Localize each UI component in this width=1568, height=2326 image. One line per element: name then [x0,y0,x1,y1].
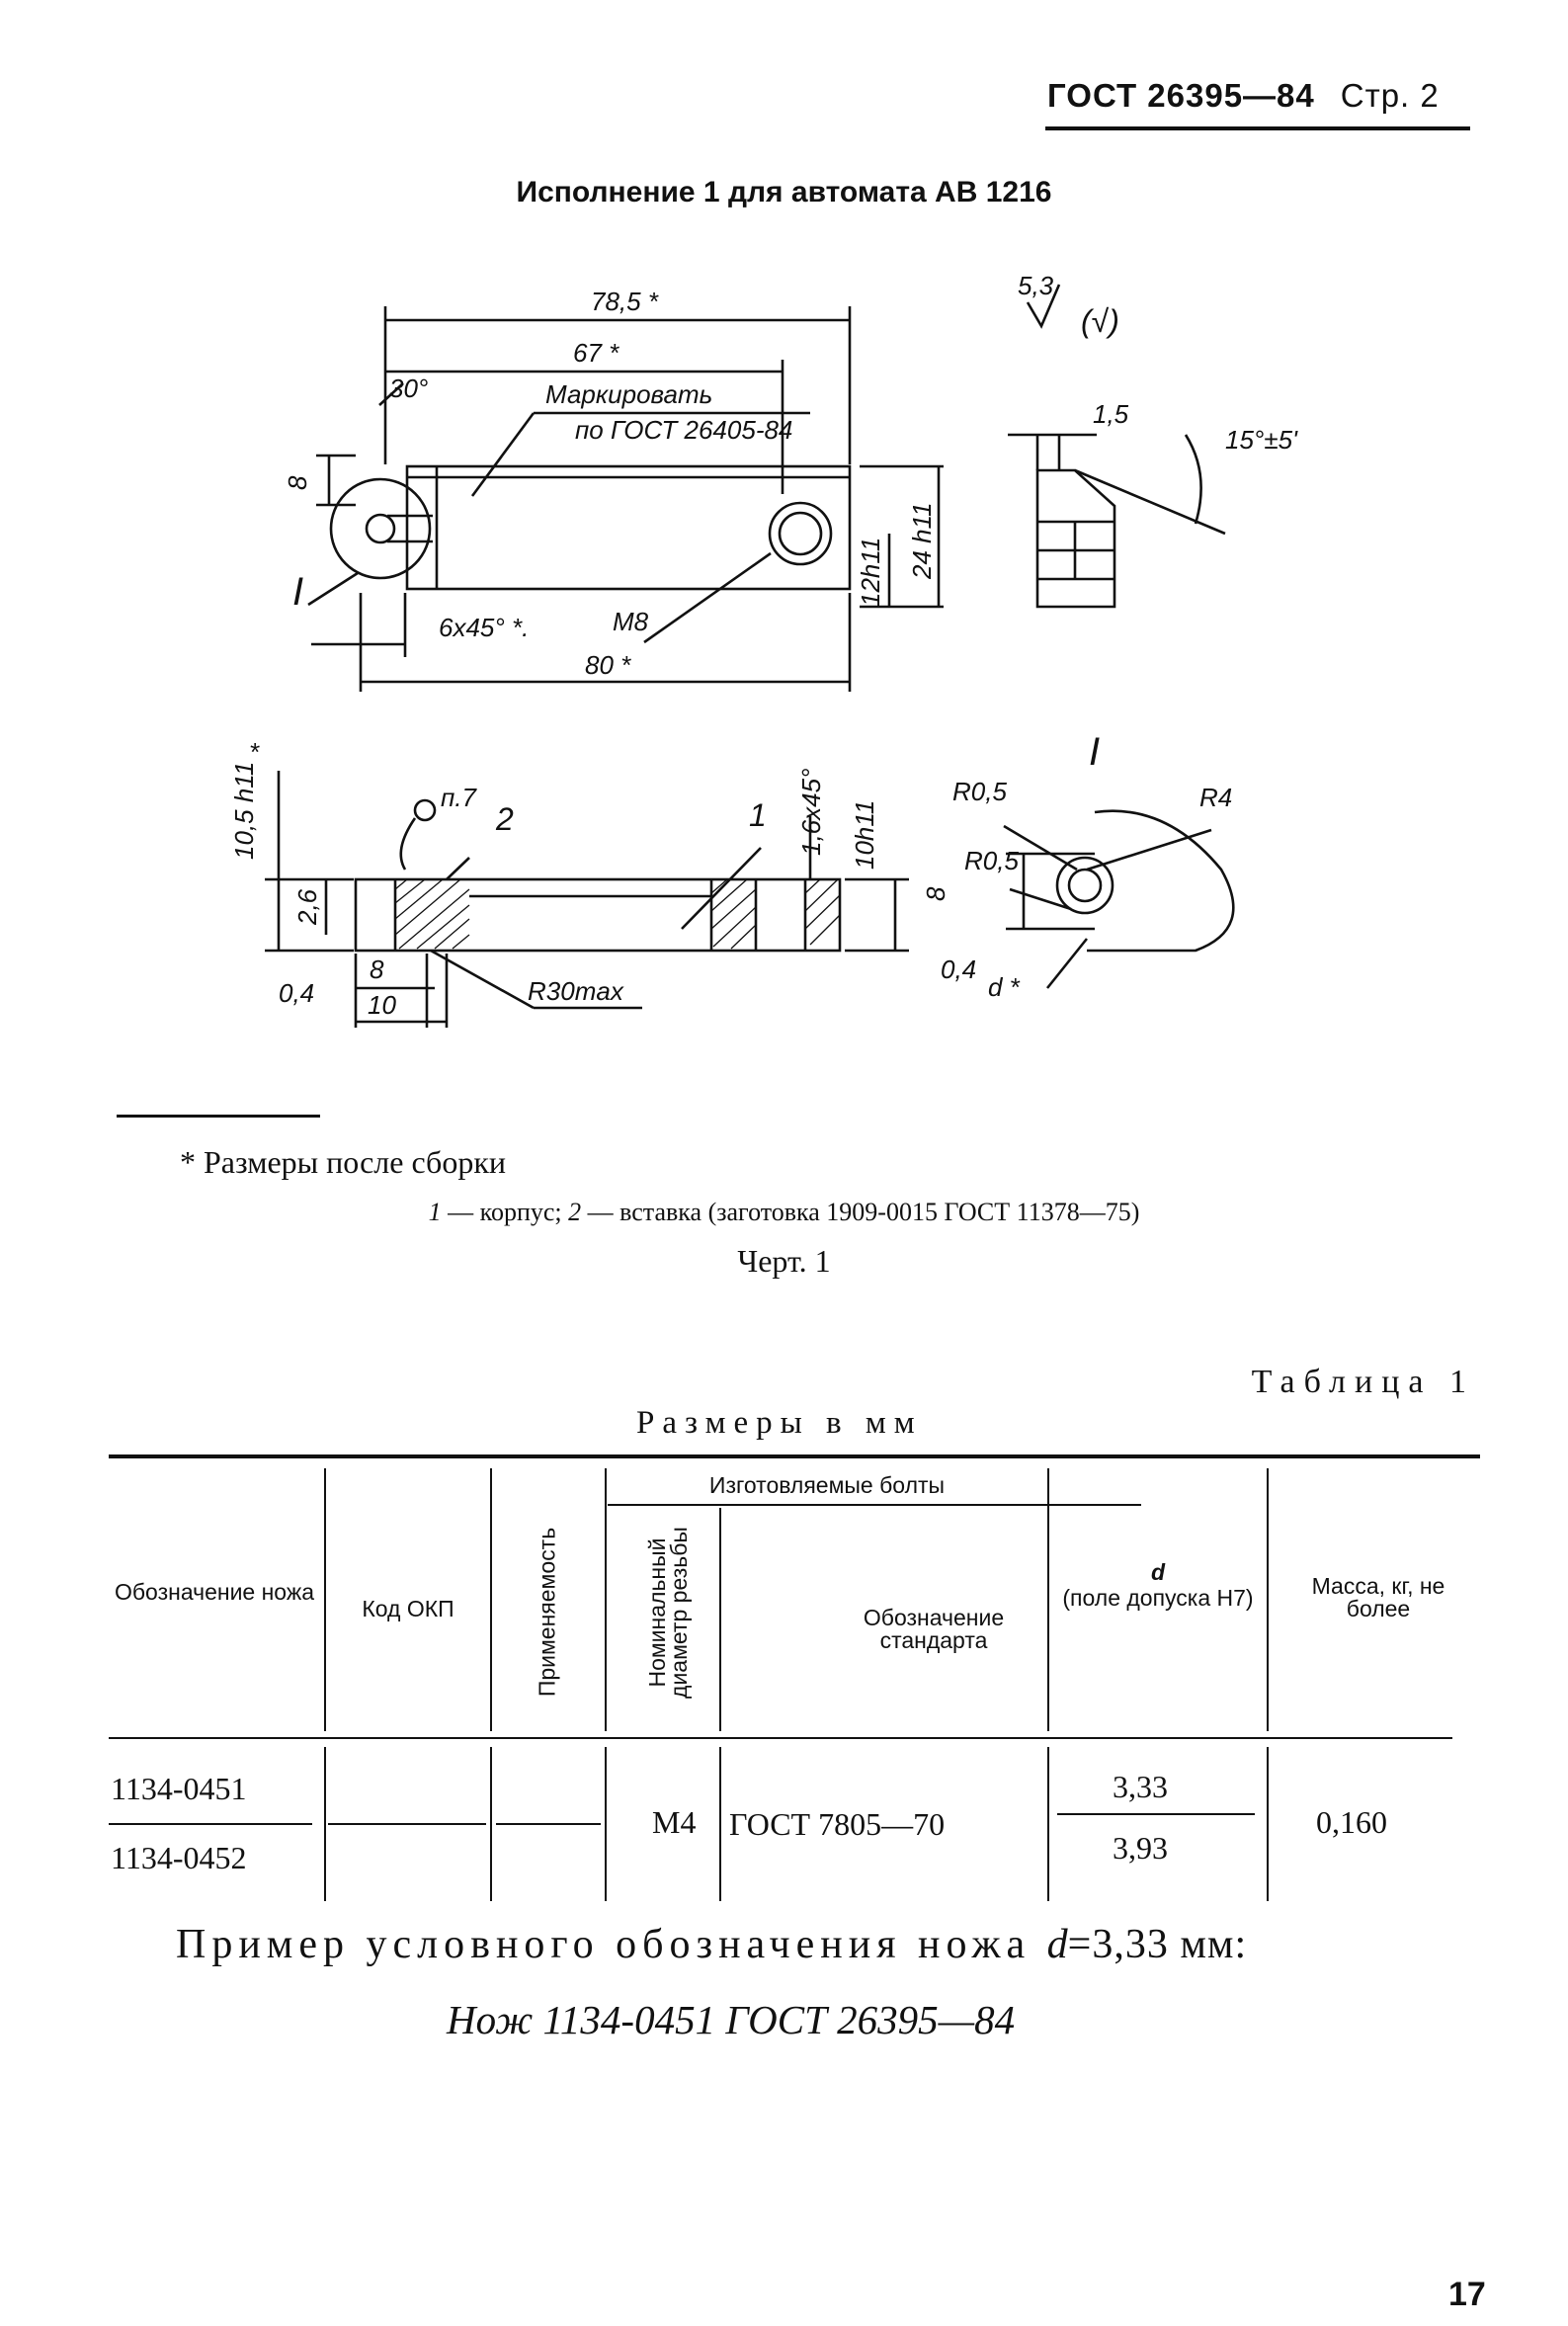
roughness-paren: (√) [1081,303,1119,339]
dim-r0-5-mid: R0,5 [964,846,1019,875]
m8-hole [768,501,833,566]
dim-2-6: 2,6 [292,888,322,926]
header-applicability: Применяемость [534,1527,560,1698]
dim-0-4: 0,4 [279,978,314,1008]
dim-10h11: 10h11 [850,800,879,870]
dim-1-6x45: 1,6x45° [796,769,826,856]
standard-number: ГОСТ 26395—84 [1047,77,1315,114]
dim-8-lower: 8 [370,955,384,984]
cell-designation-1: 1134-0451 [111,1771,247,1806]
marking-label-2: по ГОСТ 26405-84 [575,415,792,445]
parts-legend: 1 — корпус; 2 — вставка (заготовка 1909-… [0,1198,1568,1227]
note-p7: п.7 [441,783,478,812]
dimensions-table: Обозначение ножа Код ОКП Применяемость И… [109,1454,1480,1909]
cell-mass: 0,160 [1316,1804,1387,1840]
example-code: Нож 1134-0451 ГОСТ 26395—84 [447,1997,1016,2042]
example-d-var: d [1046,1922,1068,1967]
dim-d-star: d * [988,972,1021,1002]
footnote-rule [117,1115,320,1118]
table-number: Таблица 1 [1251,1364,1475,1400]
designation-example: Пример условного обозначения ножа d=3,33… [176,1921,1247,1968]
page-label: Стр. 2 [1340,77,1440,114]
table-units: Размеры в мм [636,1405,923,1441]
legend-num-2: 2 [568,1198,582,1226]
cell-designation-2: 1134-0452 [111,1840,247,1875]
item-1: 1 [749,797,767,833]
footnote-text: * Размеры после сборки [180,1144,506,1180]
dim-78-5: 78,5 * [591,287,659,316]
view-label-i: I [292,570,303,614]
dim-r30max: R30max [528,976,624,1006]
dim-24h11: 24 h11 [907,502,937,580]
dim-30deg: 30° [389,374,428,403]
star-mark: * [249,737,260,767]
item-2: 2 [495,801,514,837]
header-d-symbol: d [1150,1559,1166,1585]
example-label: Пример условного обозначения ножа [176,1922,1032,1967]
cell-standard: ГОСТ 7805—70 [729,1806,946,1842]
detail-label-i: I [1089,730,1100,774]
page-number: 17 [1448,2276,1486,2313]
dim-8: 8 [283,475,312,490]
dim-12h11: 12h11 [856,538,885,607]
header-mass: Масса, кг, не более [1311,1573,1445,1621]
technical-drawing: 78,5 * 67 * 30° Маркировать по ГОСТ 2640… [229,271,1298,1028]
example-value: =3,33 мм: [1067,1922,1248,1967]
page-header: ГОСТ 26395—84 Стр. 2 [1047,77,1440,115]
roughness-value: 5,3 [1018,271,1054,300]
header-okp: Код ОКП [362,1596,454,1621]
figure-caption: Черт. 1 [737,1243,831,1279]
header-rule [1045,126,1470,130]
side-view [1035,468,1116,609]
header-standard: Обозначение стандарта [863,1605,1005,1653]
dim-chamfer: 6x45° *. [439,613,529,642]
dim-m8: M8 [613,607,649,636]
legend-text-2: — вставка (заготовка 1909-0015 ГОСТ 1137… [581,1198,1140,1226]
drawing-title: Исполнение 1 для автомата АВ 1216 [516,176,1052,208]
dim-0-4-detail: 0,4 [941,955,976,984]
header-bolts-group: Изготовляемые болты [708,1472,946,1498]
dim-r4: R4 [1199,783,1232,812]
marking-label-1: Маркировать [545,379,712,409]
detail-view [1087,809,1235,953]
dim-1-5: 1,5 [1093,399,1129,429]
cell-d-1: 3,33 [1113,1769,1168,1804]
header-d-tolerance: (поле допуска H7) [1062,1585,1254,1611]
header-thread: Номинальный диаметр резьбы [644,1527,692,1699]
dim-8-detail: 8 [921,886,950,901]
cell-d-2: 3,93 [1113,1830,1168,1866]
dim-10-5h11: 10,5 h11 [229,762,259,860]
dim-r0-5-top: R0,5 [952,777,1007,806]
body-outline [405,464,852,591]
header-designation: Обозначение ножа [114,1579,315,1605]
legend-text-1: — корпус; [441,1198,569,1226]
dim-80: 80 * [585,650,631,680]
legend-num-1: 1 [428,1198,442,1226]
dim-10: 10 [368,990,396,1020]
dim-67: 67 * [573,338,619,368]
dim-angle: 15°±5' [1225,425,1298,455]
cell-thread: М4 [652,1804,697,1840]
end-boss [329,477,432,580]
